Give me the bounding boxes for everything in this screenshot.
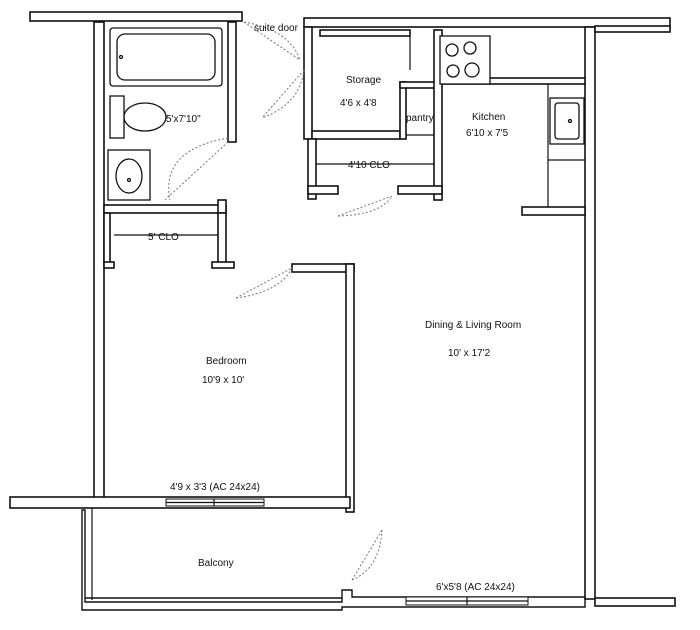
clo5-bottom-right (211, 261, 235, 269)
stove-burner-3 (446, 64, 460, 78)
bath-dimension: 5'x7'10" (166, 114, 201, 125)
clo5-left (103, 212, 111, 264)
kitchen-dimension: 6'10 x 7'5 (466, 128, 509, 139)
bathtub-drain (118, 54, 124, 60)
storage-wall-right (399, 81, 407, 140)
clo5-right (217, 212, 227, 268)
clo5-bottom-left (103, 261, 115, 269)
bedroom-label: Bedroom (206, 356, 247, 367)
clo410-bottom-right (397, 185, 443, 195)
bath-sink-basin (115, 158, 143, 194)
suite-door-label: suite door (254, 23, 299, 34)
living-window-label: 6'x5'8 (AC 24x24) (436, 582, 515, 593)
bedroom-door-swing (235, 267, 293, 299)
kitchen-sink-basin (554, 102, 580, 140)
balcony-outline (81, 509, 586, 611)
pantry-wall-right (433, 29, 443, 201)
dining-living-dimension: 10' x 17'2 (448, 348, 491, 359)
bedroom-wall-right (345, 263, 355, 513)
stove-burner-2 (463, 41, 477, 55)
top-wall-right (303, 17, 671, 28)
kitchen-label: Kitchen (472, 112, 505, 123)
stove-burner-1 (445, 43, 459, 57)
kitchen-wall-bottom (521, 206, 586, 216)
toilet-bowl (123, 102, 167, 132)
clo5-label: 5' CLO (148, 232, 179, 243)
storage-wall-top (319, 29, 411, 37)
storage-wall-bottom (311, 130, 401, 140)
clo410-bottom-left (307, 185, 339, 195)
suite-door-swing (243, 21, 301, 61)
bath-wall-bottom (103, 204, 227, 214)
balcony-label: Balcony (198, 558, 234, 569)
right-exterior-top (594, 25, 671, 33)
right-exterior-bottom (594, 597, 676, 607)
stove (439, 35, 491, 85)
right-wall (584, 26, 596, 600)
bathtub-basin (116, 33, 216, 81)
bath-sink-drain (126, 177, 132, 183)
bath-wall-right (227, 21, 237, 143)
bath-door-swing (164, 137, 229, 201)
storage-door-swing (261, 69, 305, 119)
toilet-tank (109, 95, 125, 139)
stove-burner-4 (464, 62, 480, 78)
bedroom-window-label: 4'9 x 3'3 (AC 24x24) (170, 482, 260, 493)
kitchen-sink-drain (567, 118, 573, 124)
left-wall (93, 21, 105, 501)
top-wall-left (29, 11, 243, 22)
bedroom-dimension: 10'9 x 10' (202, 375, 244, 386)
clo410-left (307, 138, 317, 200)
dining-living-label: Dining & Living Room (425, 320, 521, 331)
storage-wall-left (303, 26, 313, 140)
balcony-door-swing (351, 529, 383, 581)
bedroom-wall-top (291, 263, 355, 273)
storage-label: Storage (346, 75, 381, 86)
storage-dimension: 4'6 x 4'8 (340, 98, 377, 109)
closet-door-swing (337, 195, 393, 217)
clo410-label: 4'10 CLO (348, 160, 390, 171)
pantry-label: pantry (406, 113, 434, 124)
bath-wall-corner (217, 199, 227, 214)
